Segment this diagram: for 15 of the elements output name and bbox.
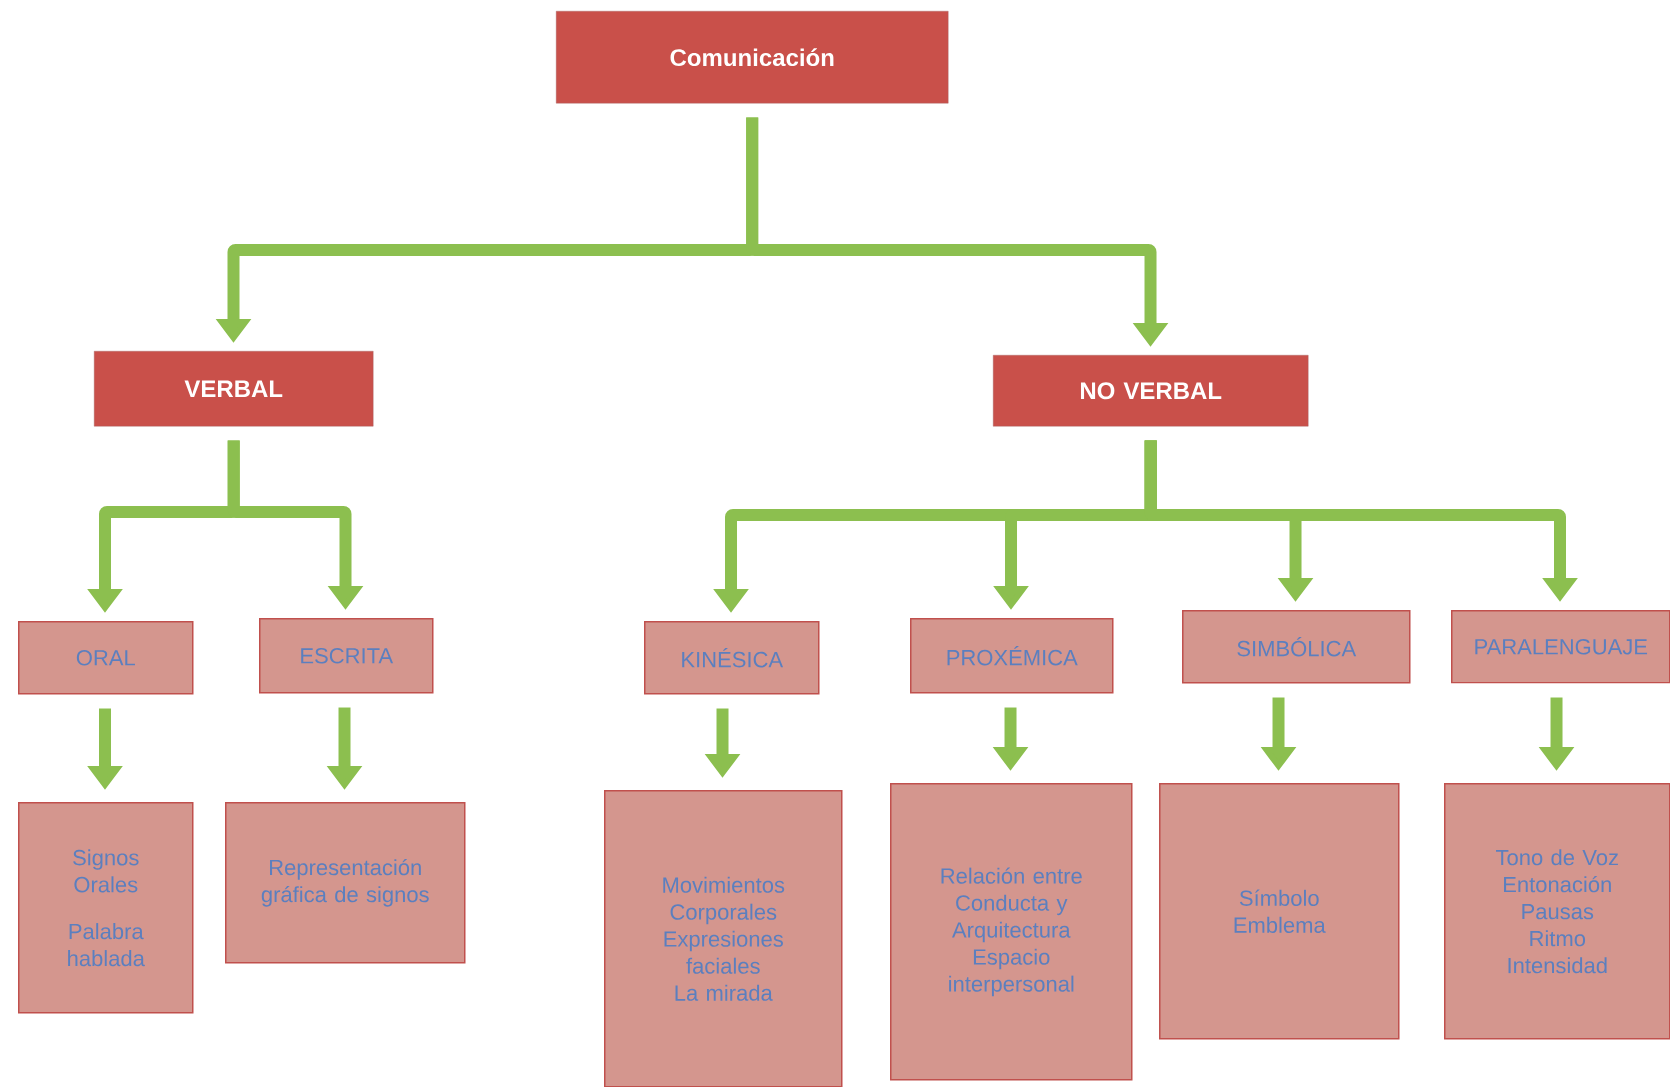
- category-box: VERBAL: [94, 351, 374, 427]
- topic-box: ORAL: [18, 621, 194, 695]
- topic-box: PROXÉMICA: [910, 618, 1114, 694]
- topic-box: Movimientos Corporales Expresiones faciales La mirada: [604, 790, 843, 1087]
- topic-box: KINÉSICA: [644, 621, 820, 695]
- topic-box: SIMBÓLICA: [1182, 610, 1411, 684]
- topic-box: ESCRITA: [259, 618, 434, 694]
- topic-box: Símbolo Emblema: [1159, 783, 1400, 1040]
- topic-box: Relación entre Conducta y Arquitectura Espacio interpersonal: [890, 783, 1133, 1081]
- topic-box: Tono de Voz Entonación Pausas Ritmo Intensidad: [1444, 783, 1670, 1040]
- category-box: Comunicación: [556, 11, 949, 104]
- topic-box: PARALENGUAJE: [1451, 610, 1670, 684]
- topic-box: Signos Orales Palabra hablada: [18, 802, 194, 1014]
- category-box: NO VERBAL: [993, 355, 1309, 427]
- topic-box: Representación gráfica de signos: [225, 802, 466, 964]
